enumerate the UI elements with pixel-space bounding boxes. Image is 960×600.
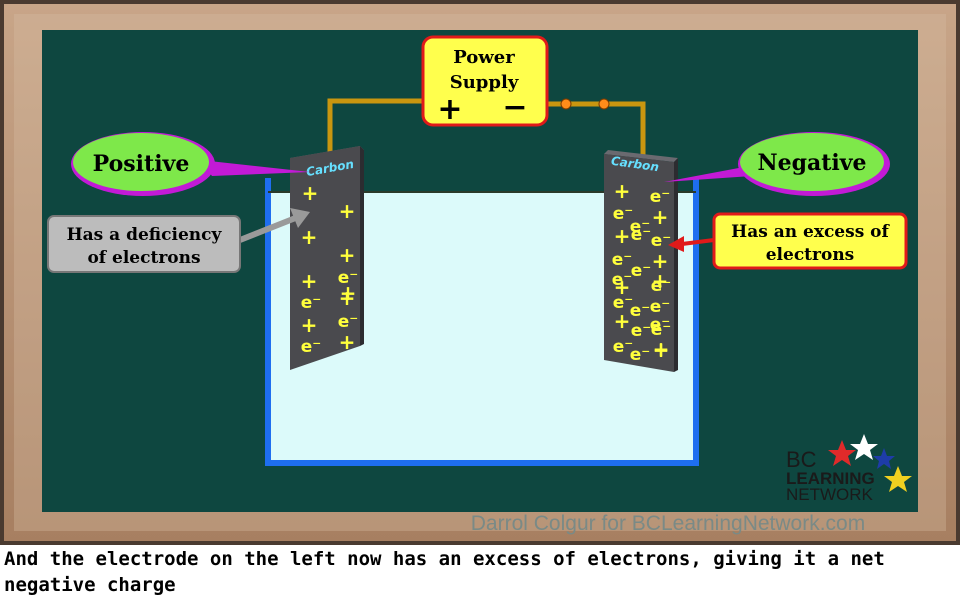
right-electron: e⁻ <box>630 301 651 321</box>
left-positive-charge: + <box>301 269 318 293</box>
right-electron: e⁻ <box>650 297 671 317</box>
negative-terminal-symbol: − <box>502 90 527 125</box>
right-electron: e⁻ <box>650 187 671 207</box>
wire-connector <box>598 98 610 110</box>
left-positive-charge: + <box>339 330 356 354</box>
right-electron: e⁻ <box>613 337 634 357</box>
right-positive-charge: + <box>652 269 669 293</box>
right-electrode: Carbon +e⁻e⁻e⁻++e⁻e⁻+e⁻e⁻e⁻+e⁻e⁻e⁻+e⁻e⁻e… <box>604 150 678 372</box>
positive-callout-label: Positive <box>93 151 190 177</box>
deficiency-note-text: of electrons <box>87 248 200 268</box>
bc-learning-network-logo: BC LEARNING NETWORK <box>786 434 912 504</box>
wire-connector <box>560 98 572 110</box>
electrode-material-label: Carbon <box>610 154 660 175</box>
right-positive-charge: + <box>653 337 670 361</box>
power-supply-label: Supply <box>450 72 519 93</box>
left-positive-charge: + <box>339 199 356 223</box>
negative-callout-label: Negative <box>757 150 866 176</box>
yellow-star-icon <box>884 466 912 492</box>
red-star-icon <box>828 440 856 466</box>
right-electron: e⁻ <box>631 225 652 245</box>
left-positive-charge: + <box>302 181 319 205</box>
left-positive-charge: + <box>339 243 356 267</box>
blue-star-icon <box>873 448 895 469</box>
left-electrode: Carbon +++++++e⁻e⁻e⁻++e⁻ <box>290 146 364 370</box>
left-electron: e⁻ <box>301 293 322 313</box>
right-electron: e⁻ <box>630 217 651 237</box>
right-positive-charge: + <box>614 275 631 299</box>
right-electron: e⁻ <box>612 250 633 270</box>
left-positive-charge: + <box>339 286 356 310</box>
positive-callout: Positive <box>71 132 310 196</box>
slide-caption: And the electrode on the left now has an… <box>4 548 885 596</box>
excess-note: Has an excess of electrons <box>668 212 908 270</box>
left-electron: e⁻ <box>338 312 359 332</box>
right-electron: e⁻ <box>651 320 672 340</box>
right-electron: e⁻ <box>651 276 672 296</box>
left-positive-charge: + <box>301 313 318 337</box>
left-positive-charge: + <box>301 225 318 249</box>
excess-note-text: electrons <box>766 245 855 265</box>
left-positive-charge: + <box>340 281 357 305</box>
right-positive-charge: + <box>614 309 631 333</box>
positive-terminal-symbol: + <box>437 92 462 127</box>
circuit-wire <box>327 98 646 158</box>
right-electron: e⁻ <box>650 315 671 335</box>
credit-watermark: Darrol Colgur for BCLearningNetwork.com <box>471 512 865 535</box>
left-electron: e⁻ <box>301 337 322 357</box>
logo-text: LEARNING <box>786 469 875 488</box>
right-electron: e⁻ <box>612 270 633 290</box>
right-positive-charge: + <box>653 338 670 362</box>
diagram-canvas: Power Supply + − Carbon +++++++e⁻e⁻e⁻++e… <box>0 0 960 545</box>
left-electron: e⁻ <box>338 268 359 288</box>
right-electron: e⁻ <box>630 345 651 365</box>
excess-note-text: Has an excess of <box>731 222 890 242</box>
right-electron: e⁻ <box>613 293 634 313</box>
right-electron: e⁻ <box>631 261 652 281</box>
power-supply-label: Power <box>453 47 515 68</box>
right-positive-charge: + <box>614 179 631 203</box>
right-positive-charge: + <box>614 224 631 248</box>
right-electron: e⁻ <box>651 231 672 251</box>
right-positive-charge: + <box>652 249 669 273</box>
power-supply: Power Supply + − <box>421 35 549 127</box>
right-electron: e⁻ <box>613 204 634 224</box>
white-star-icon <box>850 434 878 460</box>
logo-text: BC <box>786 447 817 472</box>
deficiency-note-text: Has a deficiency <box>67 225 223 245</box>
right-positive-charge: + <box>652 205 669 229</box>
logo-text: NETWORK <box>786 485 874 504</box>
right-electron: e⁻ <box>631 321 652 341</box>
deficiency-note: Has a deficiency of electrons <box>47 208 310 273</box>
negative-callout: Negative <box>664 132 890 196</box>
